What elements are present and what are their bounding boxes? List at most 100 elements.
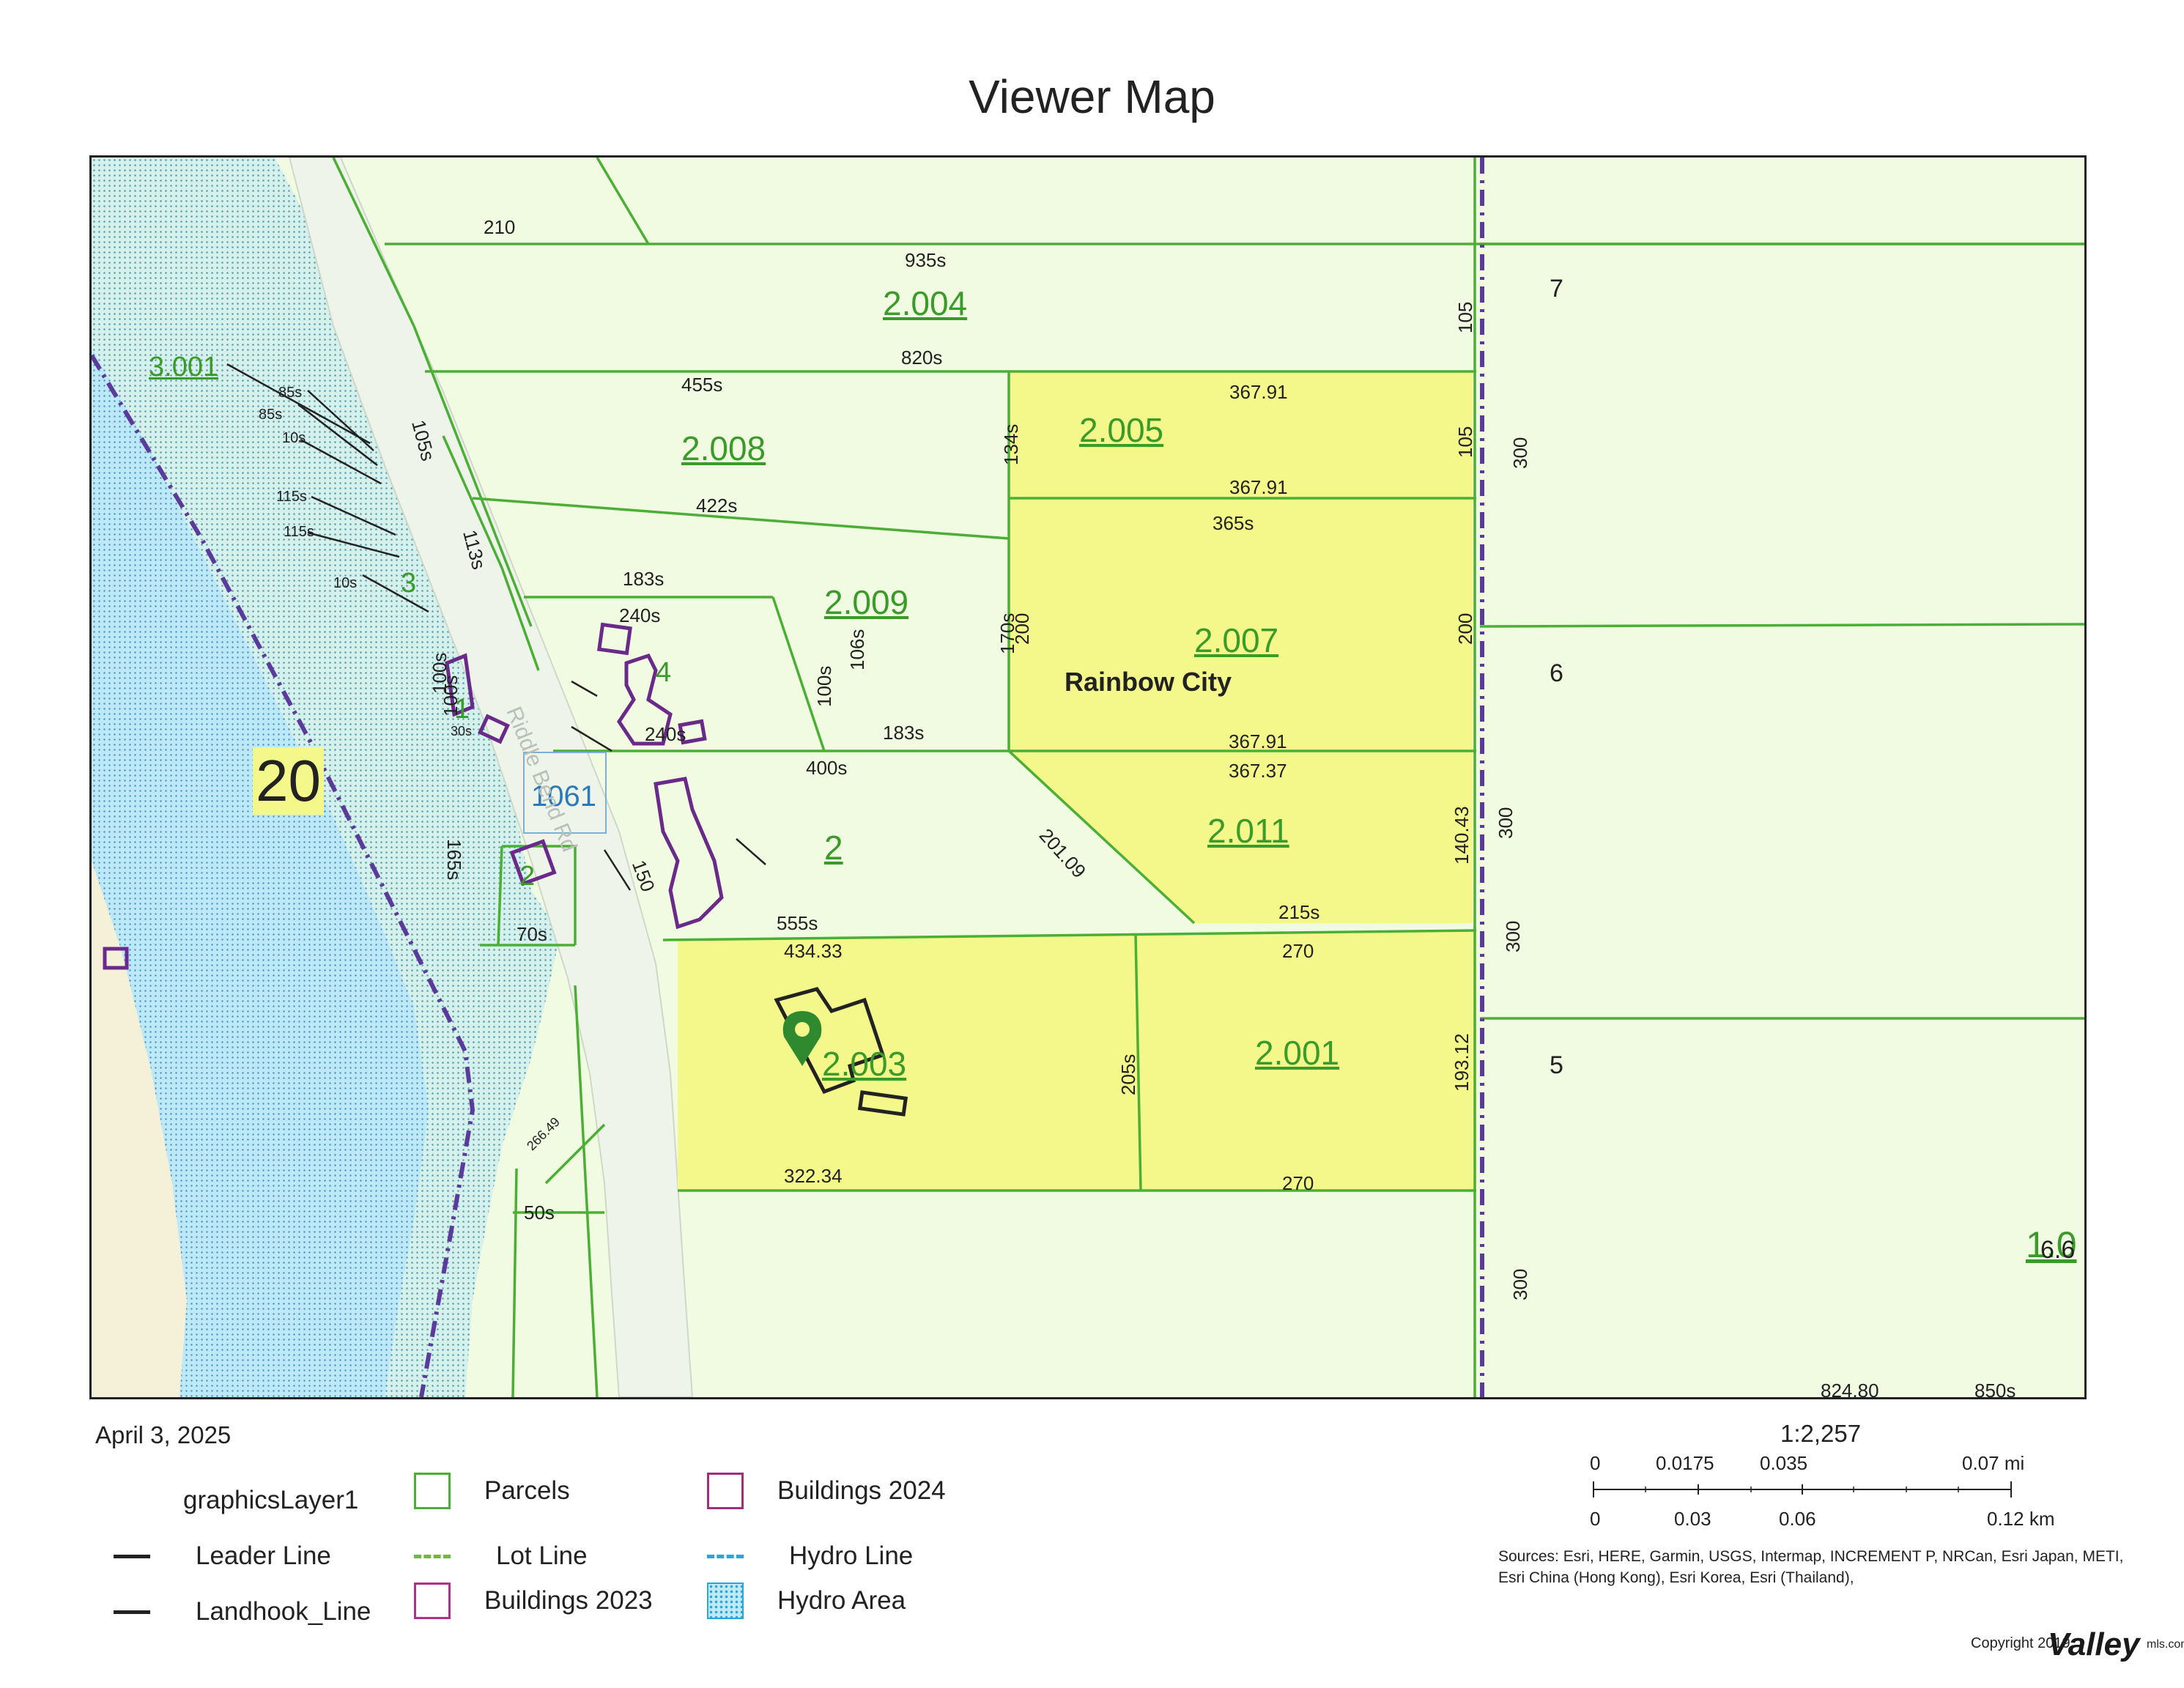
parcel-label: 4 <box>656 657 672 688</box>
road-number-box <box>523 752 607 834</box>
dimension-label: 300 <box>1502 920 1524 952</box>
valley-logo-suffix: mls.com <box>2147 1638 2184 1651</box>
dimension-label: 270 <box>1282 940 1314 962</box>
hydro-area-symbol <box>707 1582 744 1619</box>
dimension-label: 300 <box>1509 437 1531 469</box>
subject-buildings <box>774 987 908 1117</box>
dimension-label: 6.6 <box>2040 1236 2076 1264</box>
parcel-label: 2.005 <box>1079 411 1164 449</box>
legend-item-lot-line: Lot Line <box>414 1541 588 1571</box>
dimension-label: 85s <box>278 385 303 401</box>
parcel-lines <box>332 158 2084 1397</box>
section-number: 20 <box>253 747 324 815</box>
dimension-label: 820s <box>901 347 943 369</box>
dimension-label: 140.43 <box>1451 806 1473 865</box>
map-canvas[interactable] <box>92 158 2084 1397</box>
dimension-label: 105 <box>1454 301 1476 333</box>
dimension-label: 215s <box>1278 901 1320 923</box>
scale-km-1: 0.03 <box>1674 1508 1711 1530</box>
leader-line-symbol <box>114 1554 150 1558</box>
dimension-label: 210 <box>484 216 516 238</box>
water-channel <box>92 348 429 1397</box>
hydro-line-symbol <box>707 1554 744 1558</box>
dimension-label: 824.80 <box>1821 1380 1879 1399</box>
parcel-2011-fill <box>1009 751 1473 923</box>
map-sources: Sources: Esri, HERE, Garmin, USGS, Inter… <box>1498 1548 2124 1586</box>
dimension-label: 30s <box>451 724 473 738</box>
buildings <box>103 622 724 970</box>
scale-mi-0: 0 <box>1590 1452 1601 1474</box>
parcel-label: 2.007 <box>1194 621 1279 659</box>
legend-item-buildings-2024: Buildings 2024 <box>707 1473 946 1509</box>
dimension-label: 367.91 <box>1229 730 1287 752</box>
dimension-label: 935s <box>905 249 947 271</box>
parcel-label: 2.004 <box>883 284 968 322</box>
dimension-label: 365s <box>1213 512 1254 534</box>
city-name: Rainbow City <box>1065 667 1232 697</box>
dimension-label: 240s <box>619 604 661 626</box>
parcel-label: 2 <box>824 829 843 867</box>
building <box>103 947 129 970</box>
legend: graphicsLayer1 Leader Line Landhook_Line… <box>95 1465 1048 1634</box>
building-2023-symbol <box>414 1582 451 1619</box>
lot-number: 6 <box>1550 659 1563 687</box>
dimension-label: 322.34 <box>784 1165 843 1187</box>
dimension-label: 70s <box>517 923 547 945</box>
lot-number: 7 <box>1550 275 1563 303</box>
shore-sand <box>92 861 187 1397</box>
dimension-label: 300 <box>1495 807 1517 839</box>
parcel-label: 2 <box>519 861 536 892</box>
scale-mi-2: 0.035 <box>1760 1452 1808 1474</box>
parcel-2001-fill <box>1136 930 1476 1191</box>
map-date: April 3, 2025 <box>95 1421 232 1448</box>
scale-km-0: 0 <box>1590 1508 1601 1530</box>
dimension-label: 422s <box>696 495 738 517</box>
parcel-label: 1 <box>454 694 470 725</box>
legend-item-landhook-line: Landhook_Line <box>114 1597 371 1626</box>
parcel-label: 1.0 <box>2026 1224 2077 1265</box>
dimension-label: 200 <box>1454 612 1476 645</box>
parcel-label: 2.003 <box>822 1045 907 1083</box>
dimension-label: 367.91 <box>1229 381 1288 403</box>
parcel-2003-fill <box>678 934 1136 1191</box>
parcel-label: 2.001 <box>1255 1034 1340 1072</box>
scale-bar-ruler <box>1593 1481 2012 1498</box>
copyright: Copyright 2019 <box>1971 1635 2070 1651</box>
lot-number: 5 <box>1550 1051 1563 1079</box>
legend-item-buildings-2023: Buildings 2023 <box>414 1582 653 1619</box>
legend-item-parcels: Parcels <box>414 1473 570 1509</box>
dimension-label: 434.33 <box>784 940 843 962</box>
dimension-label: 170s <box>996 612 1018 654</box>
scale-bar: 1:2,257 0 0.0175 0.035 0.07 mi <box>1531 1414 2073 1502</box>
landhook-line-symbol <box>114 1610 150 1614</box>
scale-km-2: 0.06 <box>1779 1508 1816 1530</box>
dimension-label: 300 <box>1509 1268 1531 1300</box>
valley-logo: Valley <box>2048 1626 2140 1662</box>
dimension-label: 270 <box>1282 1172 1314 1194</box>
dimension-label: 105 <box>1454 426 1476 458</box>
parcel-label: 3 <box>401 568 417 599</box>
scale-km-3: 0.12 km <box>1987 1508 2055 1530</box>
dimension-label: 850s <box>1974 1380 2016 1399</box>
parcel-label: 2.008 <box>681 429 766 467</box>
building-2024-symbol <box>707 1473 744 1509</box>
legend-item-leader-line: Leader Line <box>114 1541 331 1571</box>
leader-lines <box>226 363 766 891</box>
dimension-label: 367.37 <box>1229 760 1287 782</box>
dimension-label: 50s <box>524 1202 555 1224</box>
dimension-label: 165s <box>443 839 465 881</box>
dimension-label: 455s <box>681 374 723 396</box>
legend-item-hydro-line: Hydro Line <box>707 1541 913 1571</box>
parcel-label: 2.009 <box>824 583 909 621</box>
dimension-label: 115s <box>284 524 314 540</box>
parcel-2005-fill <box>1009 371 1473 498</box>
page-title: Viewer Map <box>969 70 1215 123</box>
location-pin-icon[interactable] <box>782 1011 822 1066</box>
dimension-label: 10s <box>282 430 306 446</box>
dimension-label: 367.91 <box>1229 476 1288 498</box>
legend-item-hydro-area: Hydro Area <box>707 1582 906 1619</box>
dimension-label: 10s <box>333 575 358 591</box>
dimension-label: 100s <box>429 652 451 694</box>
scale-mi-1: 0.0175 <box>1656 1452 1714 1474</box>
